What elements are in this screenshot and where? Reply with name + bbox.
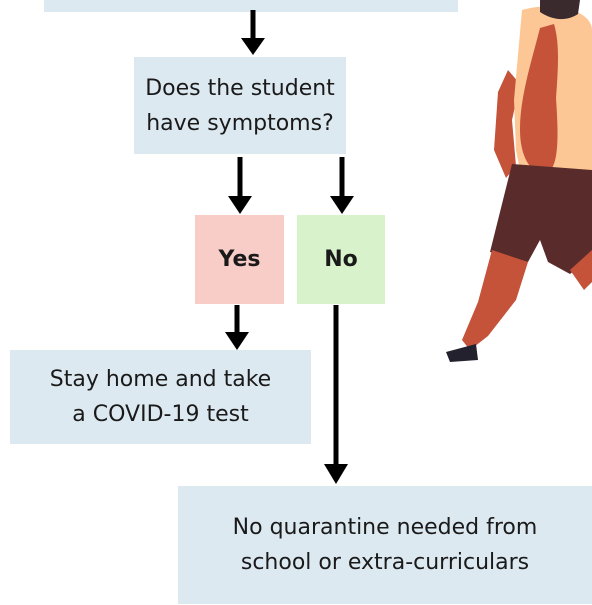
arrow-no-to-quarantine-head: [324, 464, 348, 484]
no-quarantine-outcome-box: No quarantine needed from school or extr…: [178, 486, 592, 604]
no-quarantine-outcome-text: No quarantine needed from school or extr…: [232, 515, 538, 575]
arrow-yes-to-stay-home-head: [225, 332, 249, 350]
previous-step-box: [44, 0, 458, 12]
stay-home-outcome-box: Stay home and take a COVID-19 test: [10, 350, 311, 444]
arrow-question-to-yes-head: [228, 196, 252, 214]
no-answer-label: No: [324, 247, 358, 272]
stay-home-outcome-text: Stay home and take a COVID-19 test: [49, 367, 272, 427]
arrow-question-to-no-head: [330, 196, 354, 214]
symptoms-question-box: Does the student have symptoms?: [134, 57, 346, 154]
symptoms-question-text: Does the student have symptoms?: [145, 75, 335, 136]
arrow-top-to-question-head: [241, 38, 265, 55]
yes-answer-label: Yes: [218, 247, 261, 272]
yes-answer-box: Yes: [195, 215, 284, 304]
no-answer-box: No: [297, 215, 385, 304]
